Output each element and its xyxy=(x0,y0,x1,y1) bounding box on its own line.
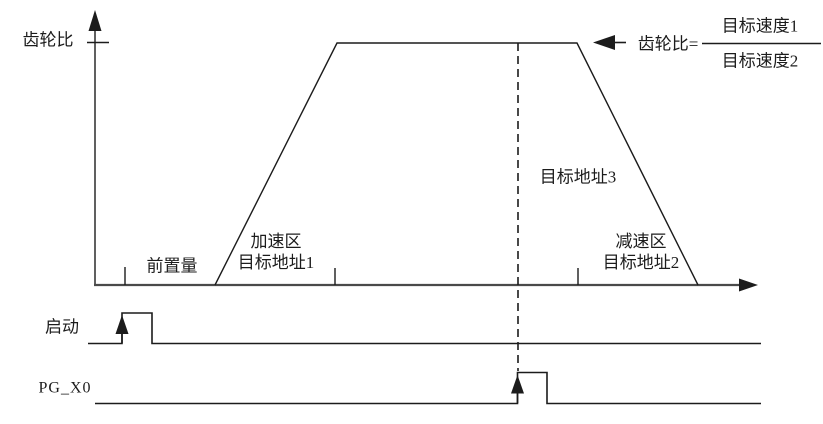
accel-zone-label: 加速区 目标地址1 xyxy=(238,231,315,273)
accel-zone-line1: 加速区 xyxy=(250,232,302,251)
y-axis-arrow-icon xyxy=(88,10,102,31)
accel-zone-line2: 目标地址1 xyxy=(237,253,315,272)
decel-zone-line1: 减速区 xyxy=(615,232,667,251)
formula-numerator-label: 目标速度1 xyxy=(721,16,799,36)
gear-ratio-trapezoid xyxy=(214,42,699,286)
start-signal xyxy=(88,312,761,345)
formula-lhs-label: 齿轮比= xyxy=(637,34,699,54)
preset-amount-label: 前置量 xyxy=(146,256,198,276)
start-signal-label: 启动 xyxy=(45,317,79,337)
pg-signal xyxy=(95,371,761,405)
formula-denominator-label: 目标速度2 xyxy=(721,51,799,71)
start-signal-waveform xyxy=(88,312,761,345)
pg-signal-waveform xyxy=(95,371,761,405)
gear-ratio-plot xyxy=(87,10,758,371)
cruise-target-label: 目标地址3 xyxy=(539,167,617,187)
pg-trigger-arrow-icon xyxy=(511,375,524,394)
left-arrow-icon xyxy=(593,35,615,50)
y-axis-label: 齿轮比 xyxy=(22,30,74,50)
decel-zone-line2: 目标地址2 xyxy=(602,253,680,272)
x-axis-arrow-icon xyxy=(739,278,758,292)
start-trigger-arrow-icon xyxy=(115,315,129,334)
decel-zone-label: 减速区 目标地址2 xyxy=(603,231,680,273)
pg-signal-label: PG_X0 xyxy=(38,379,92,397)
formula-pointer xyxy=(593,35,821,50)
